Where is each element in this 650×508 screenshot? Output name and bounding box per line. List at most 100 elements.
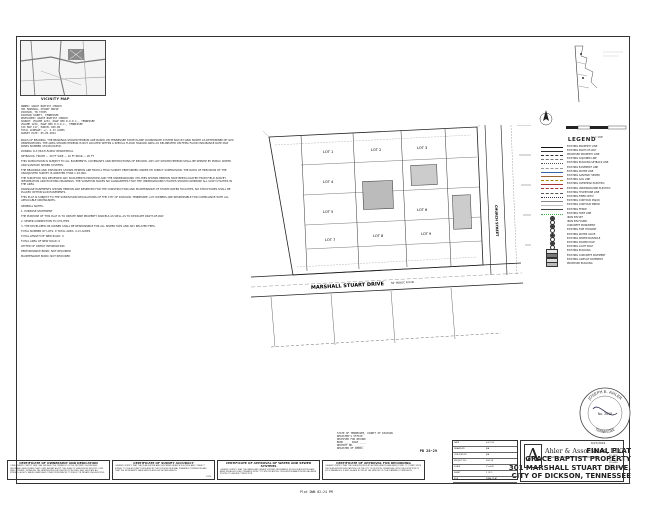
legend-label: IRON PIN SET	[567, 215, 583, 219]
legend-label: EXISTING SANITARY SEWER	[567, 174, 600, 177]
legend-label: EXISTING PROPERTY LINE	[567, 144, 598, 148]
legend-symbol	[537, 261, 567, 267]
note-paragraph: TOTAL NUMBER OF LOTS: 9 TOTAL AREA: 4.13…	[21, 229, 91, 233]
legend-symbol	[537, 179, 567, 183]
legend-symbol	[537, 228, 567, 234]
legend-item: EXISTING ADJOINER LINE	[537, 157, 627, 162]
cert-title: CERTIFICATE OF APPROVAL FOR RECORDING	[336, 461, 411, 465]
cert-title: CERTIFICATE OF SURVEY ACCURACY	[133, 461, 194, 465]
info-value: 6-27-24	[486, 442, 494, 444]
existing-building	[362, 180, 394, 210]
lot-label: LOT 1	[323, 150, 333, 154]
road-name-label: MARSHALL STUART DRIVE	[311, 281, 385, 291]
info-label: SHEET	[454, 472, 461, 474]
legend-item: EXISTING EASEMENT LINE	[537, 166, 627, 170]
owner-line: DEVELOPER: GRACE BAPTIST CHURCH	[21, 117, 68, 120]
firm-contact-line: 615-446-0000	[609, 462, 619, 467]
legend-label: EXISTING WATER VALVE	[567, 232, 596, 236]
register-line: RECEIPT NO. ______	[337, 444, 365, 447]
legend-label: EXISTING ADJOINER LINE	[567, 157, 597, 161]
legend-label: EXISTING WATER LINE	[567, 169, 594, 173]
note-paragraph: MAINTENANCE BOND: NOT REQUIRED	[21, 255, 71, 259]
legend-label: EXISTING CONCRETE PAVEMENT	[567, 253, 606, 257]
register-line: BOOK ____ PAGE ____	[337, 441, 366, 444]
note-paragraph: TOTAL LENGTH OF NEW ROAD: 0	[21, 235, 64, 239]
legend-item: EXISTING FIBER OPTIC	[537, 195, 627, 199]
cert-body: I HEREBY CERTIFY THAT THE SUBDIVISION PL…	[325, 465, 422, 472]
firm-contact-line: FAX 615-446-0001	[609, 467, 623, 472]
cert-body: I HEREBY CERTIFY THAT THE PLAN SHOWN AND…	[115, 465, 207, 472]
info-label: DATE	[454, 442, 460, 444]
lot-label: LOT 7	[325, 238, 335, 242]
legend-symbol	[537, 166, 567, 170]
info-value: 1"=100'	[486, 466, 495, 468]
vicinity-map-label: VICINITY MAP	[41, 97, 70, 101]
legend-symbol	[537, 153, 567, 157]
legend-item: EXISTING TELEPHONE LINE	[537, 191, 627, 195]
note-paragraph: THE SURVEYOR HAS REVIEWED ANY DOCUMENTS …	[21, 176, 232, 187]
legend-symbol	[537, 212, 567, 216]
note-paragraph: GENERAL NOTES:	[21, 204, 44, 208]
legend-symbol	[537, 191, 567, 195]
info-row: SHEET 1 OF 1	[453, 471, 517, 477]
legend-symbol	[537, 162, 567, 166]
legend-symbol	[537, 187, 567, 191]
lot-label: LOT 8	[373, 234, 384, 238]
legend-symbol	[537, 145, 567, 149]
plat-notes: OWNER: GRACE BAPTIST CHURCH 301 MARSHALL…	[21, 105, 237, 405]
existing-building	[452, 194, 472, 230]
info-label: DRAWN BY	[454, 448, 465, 450]
legend-item: EXISTING BUILDING SETBACK LINE	[537, 162, 627, 166]
legend-symbol	[537, 183, 567, 187]
owner-line: TAX MAP 117, PARCEL 049.00	[21, 126, 61, 129]
legend-label: EXISTING SEWER MANHOLE	[567, 236, 601, 240]
lot-label: LOT 9	[421, 232, 432, 236]
firm-tagline: CONSULTING ENGINEERS & LAND SURVEYORS	[545, 456, 598, 459]
legend-label: EXISTING UNDERGROUND ELECTRIC	[567, 186, 611, 190]
certificate-recording: CERTIFICATE OF APPROVAL FOR RECORDING I …	[322, 460, 425, 480]
title-line: CITY OF DICKSON, TENNESSEE	[511, 472, 631, 481]
legend-symbol	[537, 174, 567, 178]
info-value: 1 OF 1	[486, 472, 493, 474]
legend-item: IRON PIN FOUND	[537, 219, 627, 225]
road-width-label: 50' PUBLIC R.O.W.	[391, 280, 415, 285]
legend-item: EXISTING SEWER MANHOLE	[537, 236, 627, 242]
title-line: 301 MARSHALL STUART DRIVE,	[508, 463, 631, 472]
title-line: FINAL PLAT	[586, 447, 631, 455]
legend-item: EXISTING TREE LINE	[537, 212, 627, 216]
side-street-label: CHURCH STREET	[494, 205, 499, 237]
legend-label: PROPOSED PROPERTY LINE	[567, 153, 600, 157]
legend-item: PROPOSED PROPERTY LINE	[537, 153, 627, 157]
legend-label: EXISTING BUILDING	[567, 249, 591, 253]
certificate-survey: CERTIFICATE OF SURVEY ACCURACY I HEREBY …	[112, 460, 215, 480]
info-label: PROJECT NO.	[454, 460, 467, 462]
legend-label: EXISTING FIBER OPTIC	[567, 194, 594, 198]
legend-label: EXISTING EASEMENT LINE	[567, 165, 599, 169]
owner-info: OWNER: GRACE BAPTIST CHURCH 301 MARSHALL…	[21, 105, 237, 135]
legend-label: EXISTING BUILDING SETBACK LINE	[567, 161, 609, 165]
owner-line: SOURCE: VOLUME 1234, PAGE 000 R.O.D.C., …	[21, 120, 95, 123]
legend-symbol	[537, 232, 567, 238]
info-value: 24-118	[486, 460, 494, 462]
legend-symbol	[537, 170, 567, 174]
legend-label: CONCRETE MONUMENT	[567, 224, 596, 228]
legend-label: EXISTING CONTOUR MINOR	[567, 203, 600, 207]
info-value: FINAL PLAT	[486, 478, 498, 480]
note-paragraph: 2. SEWER CONNECTION TO UTILITIES	[21, 219, 70, 223]
note-paragraph: THE PURPOSE OF THIS PLAT IS TO CREATE NI…	[21, 214, 164, 218]
cert-body: I HEREBY CERTIFY THAT THE WATER AND SEWE…	[220, 468, 317, 476]
note-paragraph: THIS PLAT IS SUBJECT TO THE SUBDIVISION …	[21, 196, 229, 203]
firm-name: Ahler & Associates, LLC	[545, 447, 624, 455]
legend-item: CONCRETE MONUMENT	[537, 224, 627, 230]
title-line: GRACE BAPTIST PROPERTY	[525, 455, 631, 464]
legend-item: EXISTING WATER LINE	[537, 170, 627, 174]
register-line: REGISTER'S OFFICE	[337, 435, 363, 438]
legend-item: EXISTING FENCE	[537, 208, 627, 212]
surveyor-seal: JOSEPH E. AHLER TENNESSEE No. 2618	[579, 387, 631, 439]
legend-item: EXISTING GAS LINE	[537, 178, 627, 183]
legend-label: EXISTING TREE LINE	[567, 211, 592, 215]
legend-symbol	[537, 204, 567, 208]
